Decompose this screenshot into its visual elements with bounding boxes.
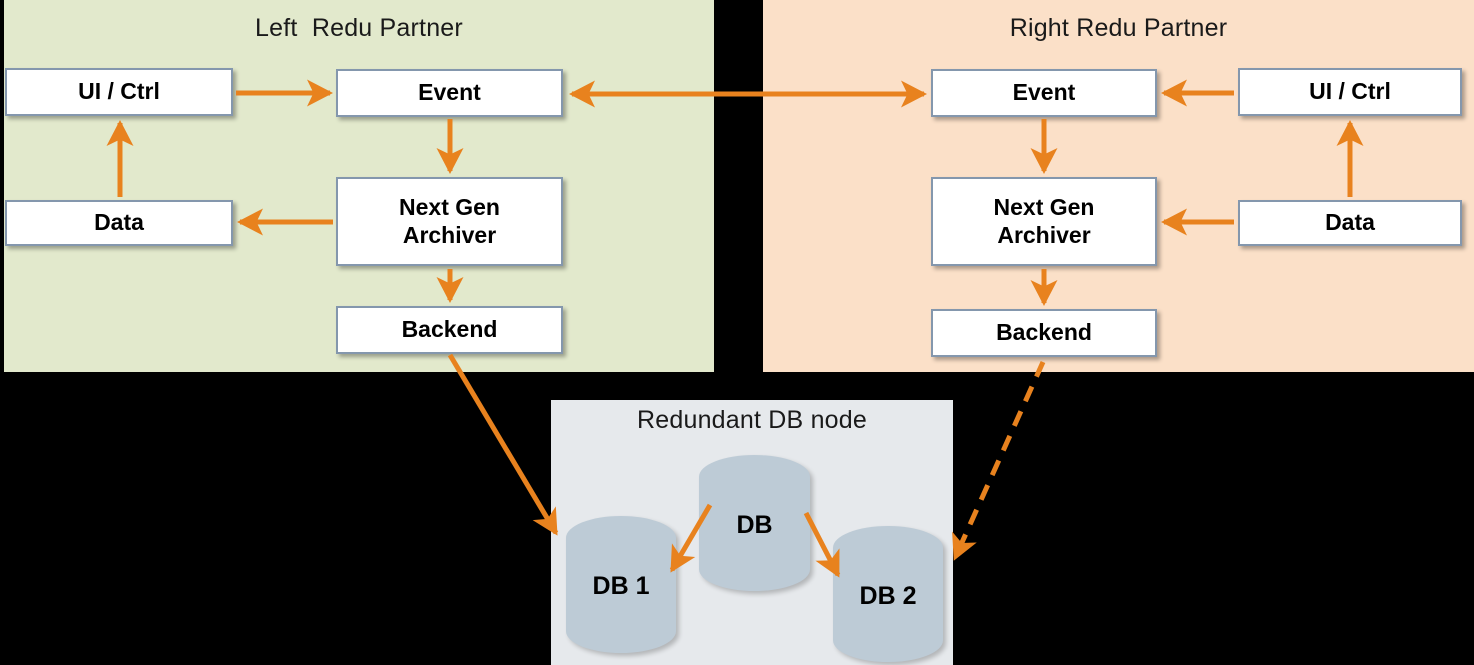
- right-archiver-label-line2: Archiver: [997, 221, 1091, 248]
- db2-label: DB 2: [859, 581, 917, 610]
- left-data-label: Data: [94, 209, 144, 236]
- left-archiver-label-line2: Archiver: [402, 221, 497, 248]
- left-backend-label: Backend: [401, 316, 498, 343]
- right-backend-node[interactable]: Backend: [931, 309, 1157, 357]
- right-event-node[interactable]: Event: [931, 69, 1157, 117]
- left-next-gen-archiver-node[interactable]: Next Gen Archiver: [336, 177, 563, 266]
- db-panel-title: Redundant DB node: [637, 406, 867, 434]
- left-backend-node[interactable]: Backend: [336, 306, 563, 354]
- db1-cylinder[interactable]: DB 1: [566, 516, 676, 653]
- right-data-label: Data: [1325, 209, 1375, 236]
- left-event-label: Event: [418, 79, 481, 106]
- right-panel-title: Right Redu Partner: [1009, 14, 1228, 42]
- db-center-cylinder[interactable]: DB: [699, 455, 810, 591]
- left-ui-ctrl-label: UI / Ctrl: [78, 78, 160, 105]
- db-center-label: DB: [736, 510, 773, 539]
- right-data-node[interactable]: Data: [1238, 200, 1462, 246]
- left-archiver-label-line1: Next Gen: [399, 194, 500, 221]
- db2-cylinder[interactable]: DB 2: [833, 526, 943, 662]
- right-ui-ctrl-node[interactable]: UI / Ctrl: [1238, 68, 1462, 116]
- left-data-node[interactable]: Data: [5, 200, 233, 246]
- right-archiver-label-line1: Next Gen: [993, 194, 1095, 221]
- left-ui-ctrl-node[interactable]: UI / Ctrl: [5, 68, 233, 116]
- connector-right-backend-to-db: [952, 360, 1046, 561]
- left-event-node[interactable]: Event: [336, 69, 563, 117]
- right-event-label: Event: [1012, 79, 1076, 106]
- right-next-gen-archiver-node[interactable]: Next Gen Archiver: [931, 177, 1157, 266]
- right-ui-ctrl-label: UI / Ctrl: [1309, 78, 1391, 105]
- db1-label: DB 1: [592, 572, 650, 600]
- connector-left-backend-to-db: [447, 353, 559, 536]
- left-panel-title: Left Redu Partner: [255, 14, 463, 42]
- right-backend-label: Backend: [996, 319, 1092, 346]
